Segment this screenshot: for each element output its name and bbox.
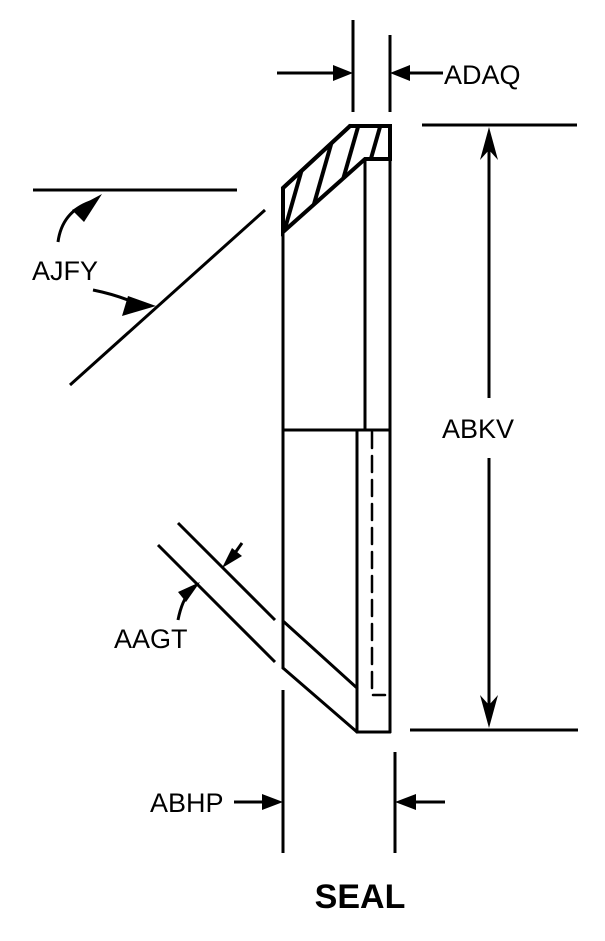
abkv-arrowhead-top	[480, 127, 498, 160]
abhp-arrowhead-left	[262, 794, 283, 810]
seal-bottom-bevel	[281, 666, 359, 734]
ajfy-arrowhead-lower	[122, 296, 156, 316]
adaq-arrowhead-right	[390, 65, 410, 81]
aagt-extension-inner	[156, 543, 277, 664]
seal-hidden-line	[370, 430, 387, 697]
label-aagt: AAGT	[114, 624, 188, 654]
dimension-adaq	[277, 20, 443, 112]
ajfy-arrowhead-upper	[72, 194, 102, 222]
abhp-arrowhead-right	[395, 794, 416, 810]
label-adaq: ADAQ	[444, 60, 521, 90]
seal-hatch-outline	[281, 124, 392, 237]
diagram-title: SEAL	[315, 878, 406, 916]
label-abkv: ABKV	[442, 414, 514, 444]
adaq-arrowhead-left	[333, 65, 353, 81]
aagt-extension-outer	[176, 521, 277, 622]
dimension-abkv	[410, 123, 578, 732]
label-ajfy: AJFY	[32, 256, 98, 286]
seal-section-hatching	[283, 126, 390, 232]
label-abhp: ABHP	[150, 788, 224, 818]
angle-ajfy	[33, 188, 267, 387]
ajfy-angled-line	[68, 208, 267, 387]
dimension-abhp	[234, 690, 445, 853]
abkv-arrowhead-bottom	[480, 695, 498, 728]
aagt-arrowhead-upper	[222, 548, 242, 568]
seal-inner-bevel-lower	[281, 619, 359, 690]
aagt-arrowhead-lower	[178, 582, 200, 602]
